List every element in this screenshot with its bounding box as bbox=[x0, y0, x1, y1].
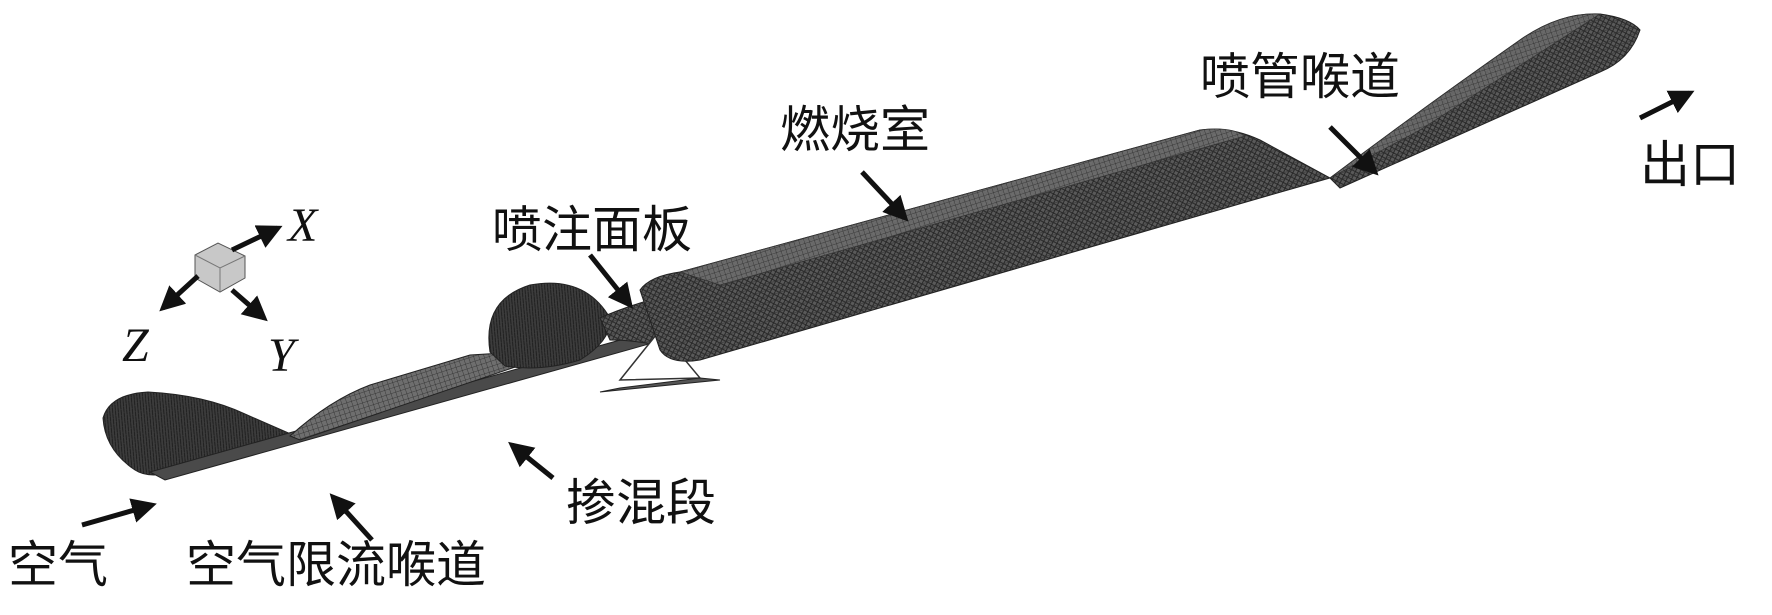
inlet-wedge bbox=[102, 391, 302, 476]
arrow-outlet bbox=[1638, 90, 1695, 121]
combustor-body bbox=[639, 128, 1332, 362]
arrow-mixing-section bbox=[508, 441, 555, 480]
arrow-nozzle-throat bbox=[1328, 125, 1379, 176]
label-air: 空气 bbox=[8, 536, 108, 594]
label-mixing-section: 掺混段 bbox=[566, 474, 716, 532]
combustor-top bbox=[678, 128, 1246, 286]
arrow-combustor bbox=[860, 170, 909, 222]
z-axis-arrow bbox=[159, 274, 200, 312]
arrow-injector-plate bbox=[588, 253, 634, 309]
axis-label-z: Z bbox=[122, 319, 149, 372]
mixing-section-body bbox=[289, 351, 531, 441]
coordinate-triad bbox=[159, 225, 283, 322]
axis-label-y: Y bbox=[268, 329, 295, 382]
label-injector-plate: 喷注面板 bbox=[492, 201, 692, 259]
arrow-air-throat bbox=[329, 493, 374, 542]
x-axis-arrow bbox=[230, 225, 283, 253]
nozzle-top bbox=[1329, 13, 1602, 179]
label-air-throat: 空气限流喉道 bbox=[186, 536, 486, 594]
arrow-air bbox=[81, 498, 157, 528]
label-outlet: 出口 bbox=[1640, 136, 1740, 194]
label-nozzle-throat: 喷管喉道 bbox=[1200, 48, 1400, 106]
label-combustor: 燃烧室 bbox=[780, 101, 930, 159]
y-axis-arrow bbox=[230, 288, 268, 322]
axis-label-x: X bbox=[288, 199, 318, 252]
